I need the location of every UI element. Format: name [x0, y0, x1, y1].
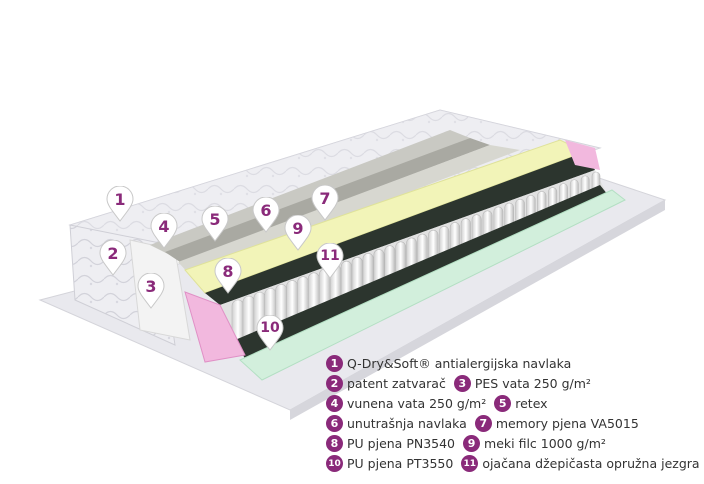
legend-text: unutrašnja navlaka [347, 416, 467, 431]
legend-text: vunena vata 250 g/m² [347, 396, 487, 411]
callout-5: 5 [201, 206, 229, 242]
legend-item-2: 2 patent zatvarač [326, 375, 446, 392]
legend-item-10: 10 PU pjena PT3550 [326, 455, 453, 472]
legend-badge: 2 [326, 375, 343, 392]
callout-7: 7 [311, 185, 339, 221]
legend-text: PU pjena PT3550 [347, 456, 454, 471]
legend: 1 Q-Dry&Soft® antialergijska navlaka 2 pat… [326, 354, 700, 474]
callout-9: 9 [284, 215, 312, 251]
legend-text: PES vata 250 g/m² [474, 376, 591, 391]
callout-3: 3 [137, 273, 165, 309]
layer-pu-foam-pn3540 [184, 291, 246, 363]
layer-wool [150, 130, 470, 255]
legend-badge: 3 [453, 375, 471, 392]
legend-text: PU pjena PN3540 [347, 436, 456, 451]
callout-8: 8 [214, 258, 242, 294]
legend-text: retex [515, 396, 548, 411]
base-pad-edge [290, 200, 665, 420]
legend-item-1: 1 Q-Dry&Soft® antialergijska navlaka [326, 355, 571, 372]
legend-badge: 8 [326, 435, 343, 452]
legend-badge: 5 [494, 395, 512, 412]
legend-badge: 1 [326, 355, 343, 372]
legend-badge: 4 [326, 395, 343, 412]
callout-11: 11 [316, 243, 344, 279]
callout-4: 4 [150, 213, 178, 249]
legend-item-8: 8 PU pjena PN3540 [326, 435, 455, 452]
legend-badge: 9 [463, 435, 481, 452]
layer-pu-foam-pt3550 [239, 189, 626, 381]
legend-badge: 11 [461, 455, 479, 472]
legend-text: meki filc 1000 g/m² [484, 436, 606, 451]
legend-item-6: 6 unutrašnja navlaka [326, 415, 467, 432]
legend-badge: 6 [326, 415, 343, 432]
callout-1: 1 [106, 186, 134, 222]
legend-text: Q-Dry&Soft® antialergijska navlaka [347, 356, 572, 371]
callout-2: 2 [99, 240, 127, 276]
callout-6: 6 [252, 197, 280, 233]
pink-foam-far-end [565, 140, 600, 170]
legend-row-1: 1 Q-Dry&Soft® antialergijska navlaka [326, 354, 698, 373]
layer-felt [205, 152, 595, 305]
legend-text: patent zatvarač [347, 376, 446, 391]
legend-badge: 10 [326, 455, 343, 472]
legend-badge: 7 [474, 415, 492, 432]
legend-item-4: 4 vunena vata 250 g/m² [326, 395, 486, 412]
legend-text: memory pjena VA5015 [495, 416, 639, 431]
legend-text: ojačana džepičasta opružna jezgra [482, 456, 700, 471]
callout-10: 10 [256, 315, 284, 351]
